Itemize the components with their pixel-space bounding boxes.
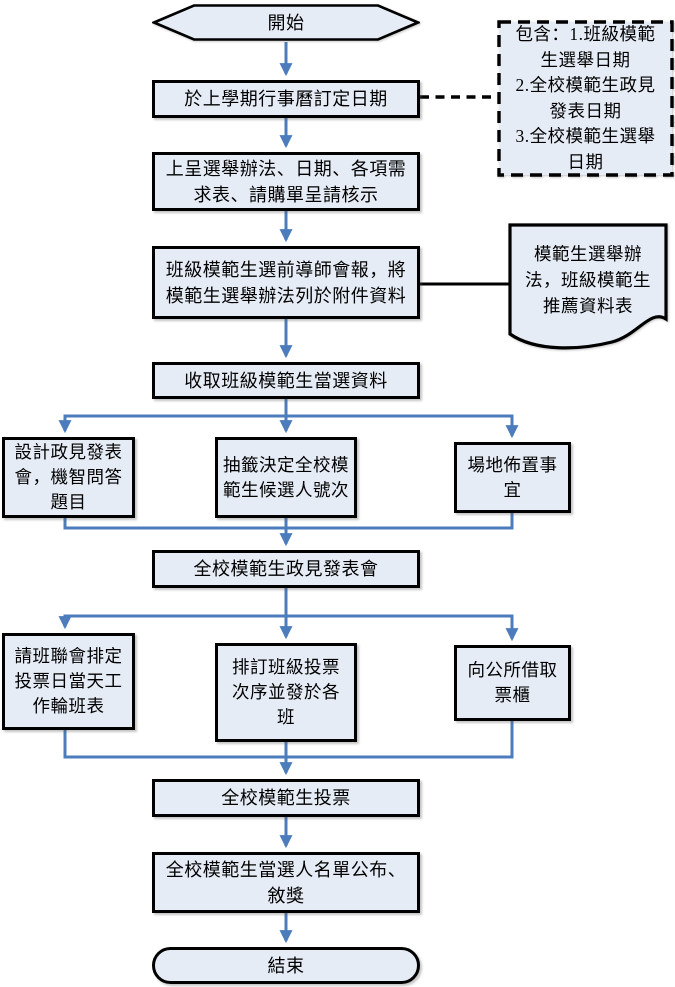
document-label: 模範生選舉辦法，班級模範生推薦資料表 <box>525 244 651 316</box>
ballot-box-node: 向公所借取票櫃 <box>454 645 571 721</box>
start-node: 開始 <box>152 4 420 41</box>
election-rules-document: 模範生選舉辦法，班級模範生推薦資料表 <box>508 223 668 351</box>
design-node: 設計政見發表會，機智問答題目 <box>2 437 135 518</box>
submit-label: 上呈選舉辦法、日期、各項需求表、請購單呈請核示 <box>165 158 407 205</box>
presentation-label: 全校模範生政見發表會 <box>193 559 379 579</box>
presentation-node: 全校模範生政見發表會 <box>152 550 420 588</box>
venue-label: 場地佈置事宜 <box>467 454 558 500</box>
design-label: 設計政見發表會，機智問答題目 <box>14 442 123 512</box>
end-label: 結束 <box>267 955 305 976</box>
set-date-label: 於上學期行事曆訂定日期 <box>184 89 388 109</box>
shift-schedule-label: 請班聯會排定投票日當天工作輪班表 <box>14 646 123 716</box>
announce-node: 全校模範生當選人名單公布、敘獎 <box>152 852 420 913</box>
collect-node: 收取班級模範生當選資料 <box>152 362 420 399</box>
voting-order-node: 排訂班級投票次序並發於各班 <box>215 643 357 742</box>
voting-order-label: 排訂班級投票次序並發於各班 <box>232 657 340 727</box>
ballot-box-label: 向公所借取票櫃 <box>467 660 558 705</box>
document-shape <box>508 223 668 350</box>
vote-node: 全校模範生投票 <box>152 779 420 817</box>
set-date-node: 於上學期行事曆訂定日期 <box>152 80 420 118</box>
start-label: 開始 <box>267 12 305 33</box>
annotation-connectors <box>420 95 510 286</box>
teacher-meeting-label: 班級模範生選前導師會報，將模範生選舉辦法列於附件資料 <box>165 259 407 306</box>
vote-label: 全校模範生投票 <box>221 788 351 808</box>
dashed-border-shape <box>497 20 674 177</box>
draw-lots-label: 抽籤決定全校模範生候選人號次 <box>223 454 349 500</box>
draw-lots-node: 抽籤決定全校模範生候選人號次 <box>215 437 357 518</box>
blue-flow-arrows <box>58 42 519 944</box>
shift-schedule-node: 請班聯會排定投票日當天工作輪班表 <box>2 633 135 730</box>
submit-node: 上呈選舉辦法、日期、各項需求表、請購單呈請核示 <box>152 152 420 211</box>
teacher-meeting-node: 班級模範生選前導師會報，將模範生選舉辦法列於附件資料 <box>152 246 420 319</box>
announce-label: 全校模範生當選人名單公布、敘獎 <box>165 859 407 906</box>
end-node: 結束 <box>152 947 420 984</box>
venue-node: 場地佈置事宜 <box>454 442 571 513</box>
hexagon-shape <box>152 4 420 41</box>
collect-label: 收取班級模範生當選資料 <box>184 370 388 391</box>
